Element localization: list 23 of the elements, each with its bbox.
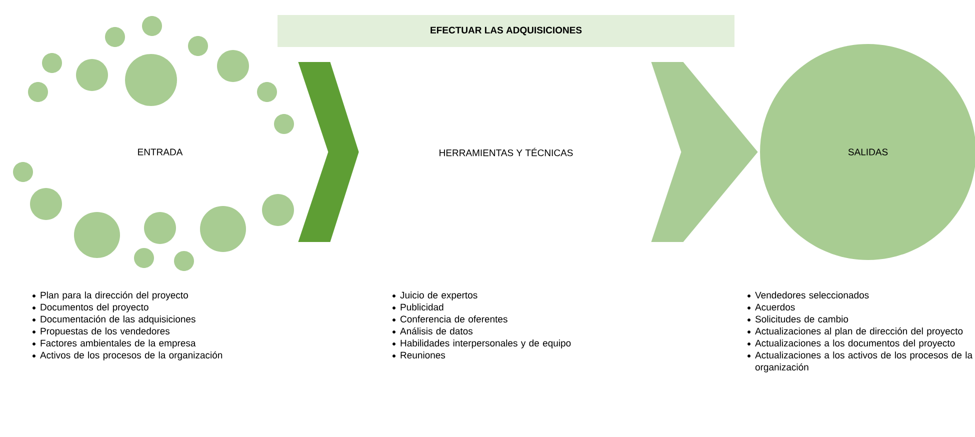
title-band: EFECTUAR LAS ADQUISICIONES [278, 15, 734, 47]
list-item: Acuerdos [748, 304, 795, 310]
chevron-arrow [298, 62, 359, 242]
cluster-label: ENTRADA [138, 148, 183, 156]
list-item: Documentación de las adquisiciones [32, 315, 196, 324]
list-item: Actualizaciones a los documentos del proyecto [748, 340, 955, 348]
list-item: Propuestas de los vendedores [32, 328, 170, 336]
list-item: Reuniones [392, 352, 446, 358]
list-item: Plan para la dirección del proyecto [32, 291, 188, 300]
list-item: Factores ambientales de la empresa [32, 340, 196, 348]
list-item: Actualizaciones a los activos de los procesos de la organización [748, 352, 973, 372]
cluster-label: HERRAMIENTAS Y TÉCNICAS [440, 148, 573, 156]
list-item: Habilidades interpersonales y de equipo [392, 340, 571, 348]
list-item: Documentos del proyecto [32, 304, 148, 312]
chevron-arrow [651, 62, 758, 242]
list-item: Solicitudes de cambio [748, 316, 848, 322]
list-item: Juicio de expertos [392, 292, 478, 300]
list-item: Conferencia de oferentes [392, 316, 508, 322]
list-item: Actualizaciones al plan de dirección del proyecto [748, 327, 963, 336]
list-item: Publicidad [392, 304, 444, 310]
list-item: Análisis de datos [392, 327, 473, 334]
list-item: Activos de los procesos de la organización [32, 351, 222, 360]
list-item: Vendedores seleccionados [748, 292, 869, 298]
